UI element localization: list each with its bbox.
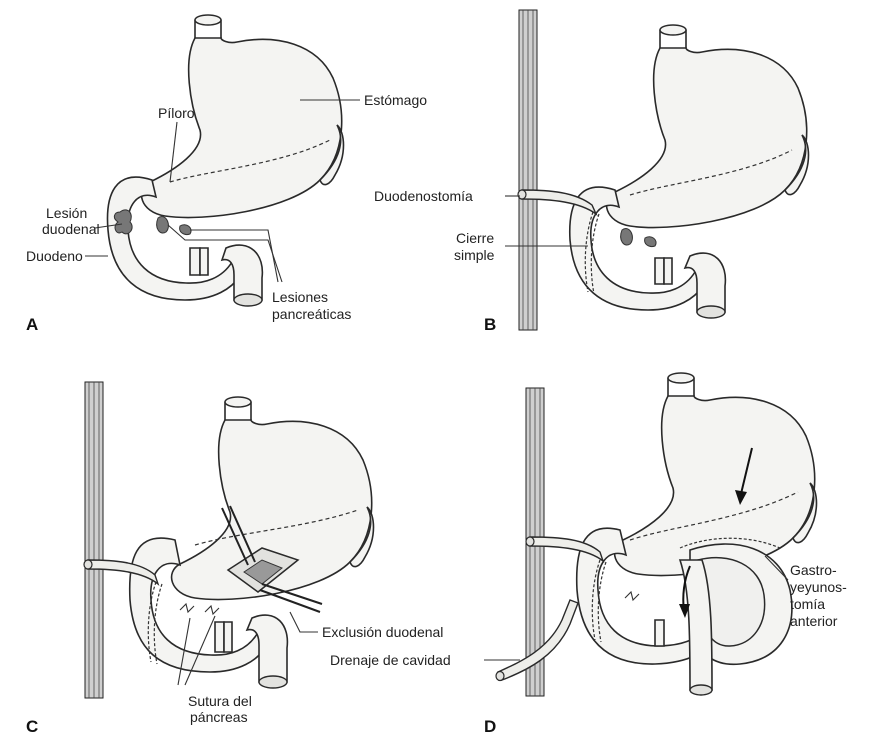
label-drain: Drenaje de cavidad [330,652,451,668]
label-closure-line2: simple [454,247,495,263]
label-pancreatic-line1: Lesiones [272,289,328,305]
label-pylorus: Píloro [158,105,195,121]
label-suture-line2: páncreas [190,709,248,725]
label-stomach: Estómago [364,92,427,108]
vertebral-column-b [519,10,537,330]
vertebral-column-c [85,382,103,698]
panel-b: Duodenostomía Cierre simple B [374,10,809,334]
label-suture-line1: Sutura del [188,693,252,709]
label-duodenostomy: Duodenostomía [374,188,473,204]
stomach-b [607,25,809,228]
panel-letter-d: D [484,717,496,736]
label-gastro-line1: Gastro- [790,562,837,578]
label-lesion-line1: Lesión [46,205,87,221]
panel-letter-b: B [484,315,496,334]
duodenal-lesion [114,210,132,234]
label-closure-line1: Cierre [456,230,494,246]
label-duodenum: Duodeno [26,248,83,264]
label-gastro-line2: yeyunos- [790,579,847,595]
label-exclusion: Exclusión duodenal [322,624,443,640]
label-gastro-line3: tomía [790,596,825,612]
panel-c: Exclusión duodenal Sutura del páncreas C [26,382,443,736]
label-lesion-line2: duodenal [42,221,100,237]
label-gastro-line4: anterior [790,613,838,629]
panel-letter-c: C [26,717,38,736]
pancreatic-lesion-2 [180,225,191,235]
pancreatic-lesion-1 [157,217,169,234]
panel-d: Drenaje de cavidad Gastro- yeyunos- tomí… [330,373,847,736]
panel-a: Estómago Píloro Lesión duodenal Duodeno … [26,15,427,334]
panel-letter-a: A [26,315,38,334]
label-pancreatic-line2: pancreáticas [272,306,351,322]
